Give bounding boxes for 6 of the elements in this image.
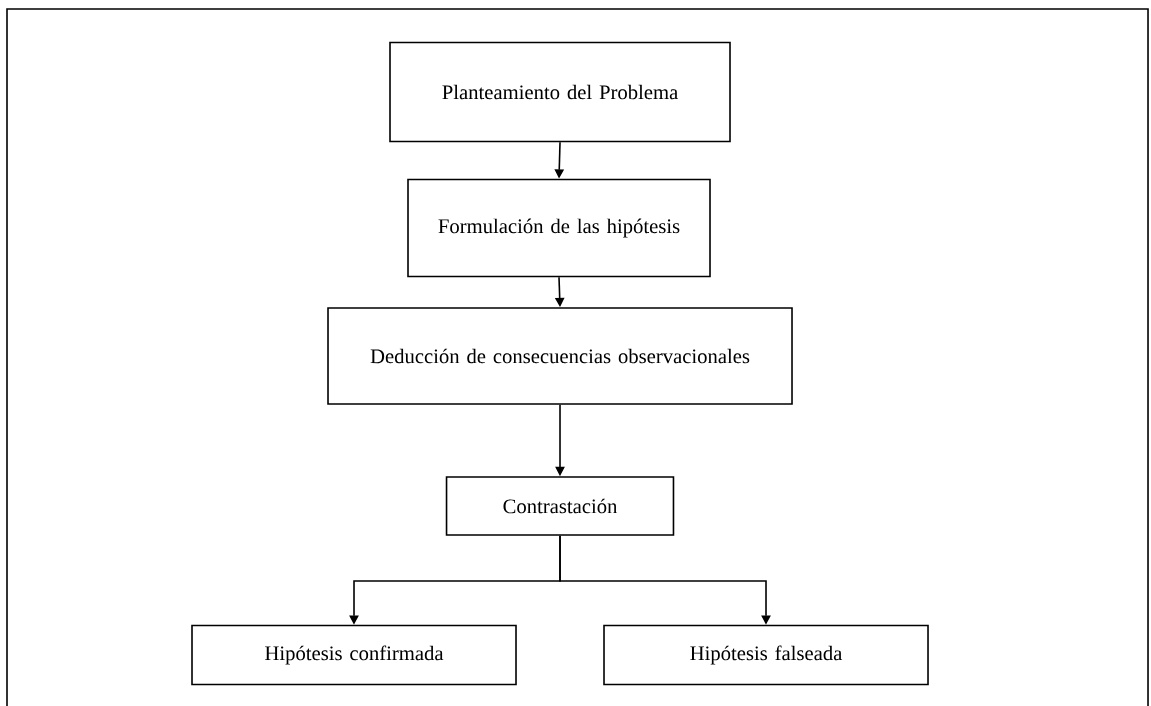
- process-box: Formulación de las hipótesis: [407, 178, 711, 278]
- process-box: Deducción de consecuencias observacionales: [327, 307, 793, 405]
- process-box: Planteamiento del Problema: [389, 41, 731, 143]
- process-box: Hipótesis falseada: [603, 624, 929, 686]
- process-box: Contrastación: [445, 476, 675, 536]
- process-box: Hipótesis confirmada: [191, 624, 517, 686]
